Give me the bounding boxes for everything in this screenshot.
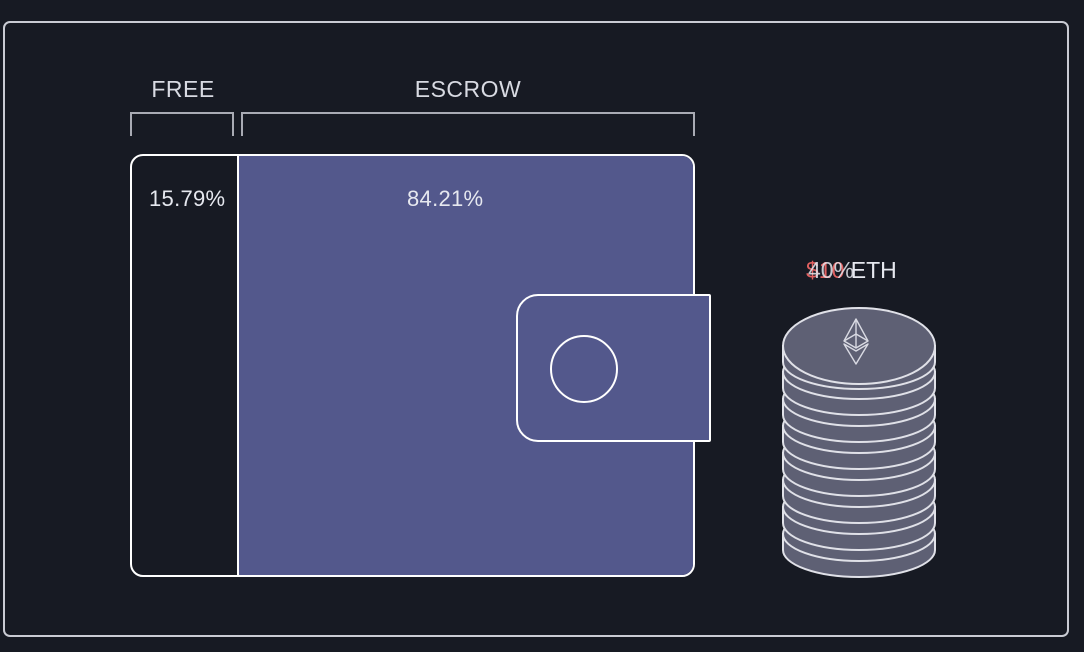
- wallet-clasp: [516, 294, 711, 442]
- free-bracket: [130, 112, 234, 136]
- escrow-percentage: 84.21%: [407, 186, 484, 211]
- coin-stack: [782, 307, 936, 578]
- clasp-button-icon: [550, 335, 618, 403]
- coin-unit: ETH: [850, 257, 897, 283]
- coin-amount-overlay: $10: [806, 257, 845, 283]
- free-percentage: 15.79%: [149, 186, 226, 211]
- ethereum-icon: [843, 318, 869, 365]
- coin-amount-main: 40%: [808, 257, 855, 283]
- coin-amount-value: $10 40%: [806, 257, 854, 284]
- free-escrow-divider: [237, 156, 239, 575]
- escrow-label: ESCROW: [414, 76, 522, 102]
- escrow-bracket: [241, 112, 695, 136]
- free-label: FREE: [151, 76, 215, 102]
- coin-amount-label: $10 40% ETH: [806, 257, 897, 284]
